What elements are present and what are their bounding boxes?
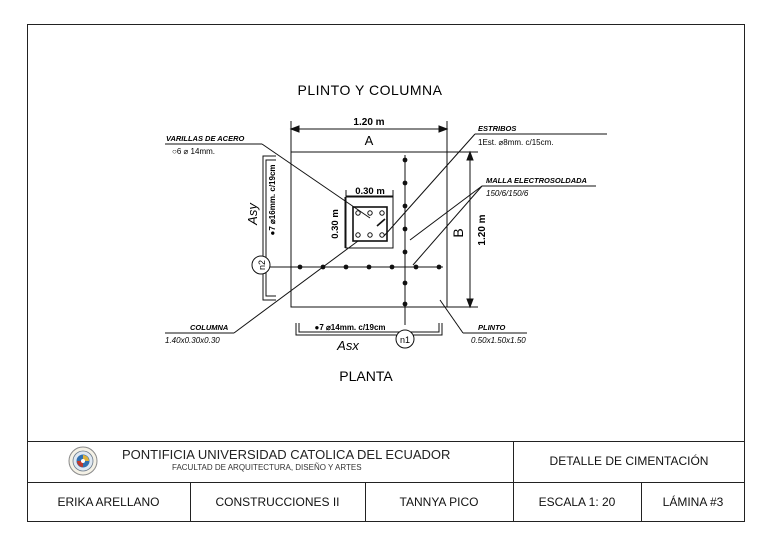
teacher-name: TANNYA PICO [399,495,479,509]
title-block-top-line [27,441,745,442]
asx-bent-bar-outer [298,323,440,333]
column-dimension-top [345,190,394,197]
faculty-name: FACULTAD DE ARQUITECTURA, DISEÑO Y ARTES [172,463,362,472]
title-block: PONTIFICIA UNIVERSIDAD CATOLICA DEL ECUA… [27,441,745,522]
estribos-title: ESTRIBOS [478,124,516,133]
sheet-number: LÁMINA #3 [662,495,724,509]
n1-label: n1 [400,335,410,345]
sheet-title: DETALLE DE CIMENTACIÓN [549,454,709,468]
university-seal-icon [68,446,98,476]
title-block-divider-3 [641,482,642,522]
n2-marker [251,255,271,275]
course-name: CONSTRUCCIONES II [215,495,340,509]
asx-bent-bar [295,323,443,336]
column-dimension-left-value: 0.30 m [330,209,341,239]
title-block-divider-1 [190,482,191,522]
malla-detail: 150/6/150/6 [486,189,529,198]
leader-lines [165,133,607,334]
asy-rebar-spec: ●7 ⌀16mm. c/19cm [268,164,277,235]
varillas-detail: ○6 ⌀ 14mm. [172,147,215,156]
plinto-detail: 0.50x1.50x1.50 [471,336,526,345]
title-block-divider-main [513,441,514,522]
drawing-title: PLINTO Y COLUMNA [298,82,443,98]
malla-title: MALLA ELECTROSOLDADA [486,176,587,185]
title-block-middle-line [27,482,745,483]
asx-rebar-spec: ●7 ⌀14mm. c/19cm [314,323,385,332]
column-stirrup [352,206,388,242]
footing-outline [290,151,448,308]
asy-label: Asy [245,202,260,226]
column-bars [355,210,385,238]
column-outline [345,196,394,249]
n2-label: n2 [257,260,267,270]
asy-bent-bar-outer [265,159,276,297]
top-dimension-letter: A [365,133,374,148]
plinto-title: PLINTO [478,323,506,332]
university-name: PONTIFICIA UNIVERSIDAD CATOLICA DEL ECUA… [122,447,451,462]
estribos-detail: 1Est. ⌀8mm. c/15cm. [478,138,554,147]
drawing-subtitle: PLANTA [339,368,393,384]
right-dimension [447,150,478,309]
varillas-title: VARILLAS DE ACERO [166,134,245,143]
title-block-divider-2 [365,482,366,522]
asy-bent-bar [262,155,276,301]
columna-title: COLUMNA [190,323,228,332]
right-dimension-letter: B [450,228,466,237]
scale-label: ESCALA 1: 20 [538,495,616,509]
right-dimension-value: 1.20 m [477,214,488,245]
drawing-sheet-border [27,24,745,522]
author-name: ERIKA ARELLANO [57,495,160,509]
rebar-dots [297,157,442,307]
n1-marker [395,329,415,349]
top-dimension-value: 1.20 m [353,117,384,128]
top-dimension [289,121,449,152]
column-dimension-top-value: 0.30 m [355,186,385,197]
columna-detail: 1.40x0.30x0.30 [165,336,220,345]
asx-label: Asx [336,338,359,353]
stirrup-hook [376,218,386,227]
